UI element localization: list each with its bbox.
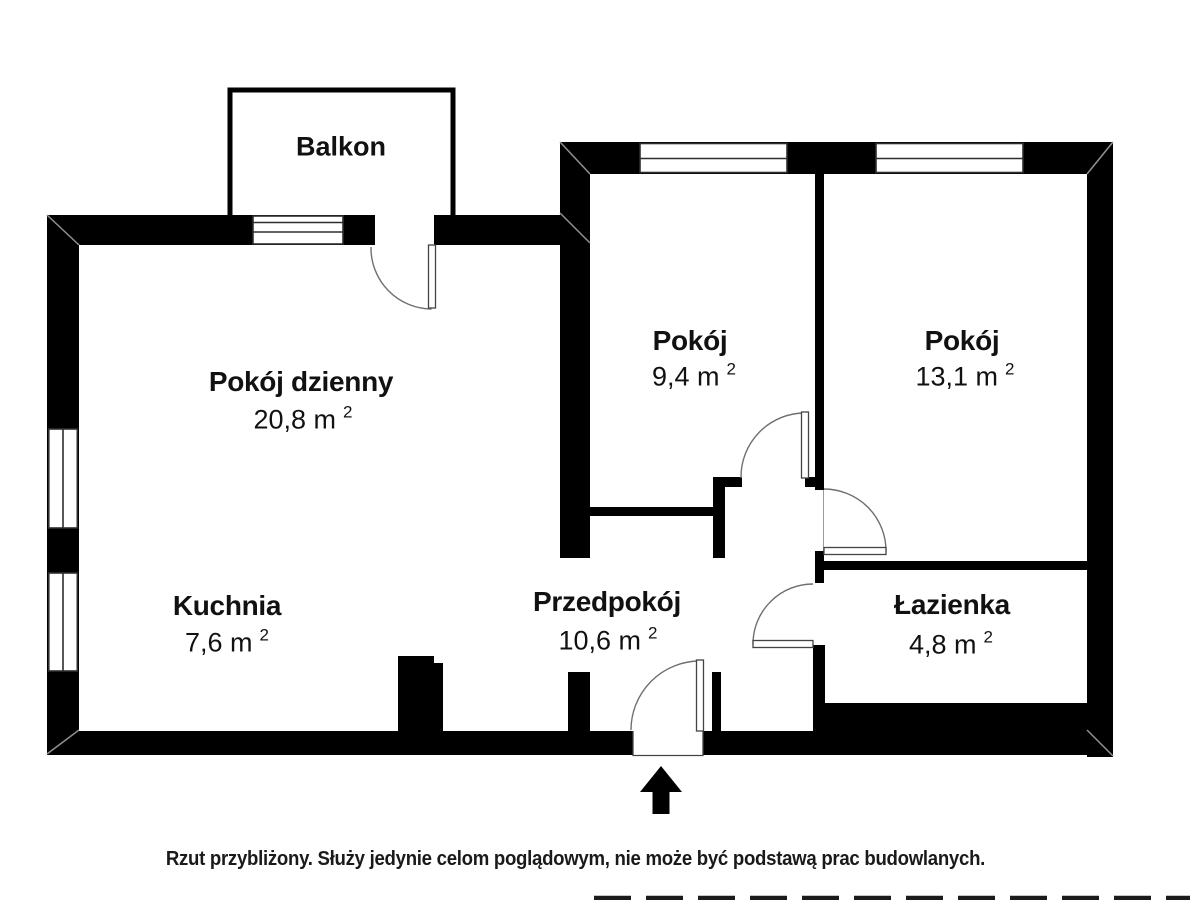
room-area-sup: 2 (726, 359, 736, 379)
entrance-door (630, 659, 705, 757)
room-area-sup: 2 (259, 625, 269, 645)
room-label-hallway: Przedpokój (533, 586, 681, 617)
room-area-value: 10,6 m (558, 625, 642, 656)
room-area-value: 7,6 m (185, 627, 253, 658)
room-area-small: 9,4 m 2 (652, 361, 736, 392)
wall-corner-miters (46, 141, 1114, 757)
disclaimer-row: Rzut przybliżony. Służy jedynie celom po… (0, 848, 1151, 871)
disclaimer-text: Rzut przybliżony. Służy jedynie celom po… (165, 848, 986, 870)
room-label-large: Pokój (924, 325, 1000, 356)
room-area-sup: 2 (343, 402, 353, 422)
room-label-living: Pokój dzienny (208, 366, 394, 397)
room-area-value: 4,8 m (909, 629, 977, 660)
window-room-small (639, 142, 788, 174)
balcony-label: Balkon (295, 131, 387, 162)
window-left-upper (47, 428, 79, 529)
room-area-value: 9,4 m (652, 361, 720, 392)
bathroom-door (752, 583, 814, 649)
room-area-sup: 2 (1005, 359, 1015, 379)
window-top-left (252, 215, 344, 245)
room-area-value: 20,8 m (253, 404, 337, 435)
room-area-sup: 2 (648, 623, 658, 643)
room-area-living: 20,8 m 2 (253, 404, 352, 435)
walls (47, 142, 1113, 757)
balcony-outline (227, 87, 456, 221)
room-area-value: 13,1 m (915, 361, 999, 392)
room-label-kitchen: Kuchnia (172, 590, 282, 621)
room-small-door (740, 411, 810, 479)
room-label-bathroom: Łazienka (894, 589, 1010, 620)
room-large-door (823, 488, 887, 556)
window-left-lower (47, 572, 79, 672)
room-area-hallway: 10,6 m 2 (558, 625, 657, 656)
room-area-sup: 2 (983, 627, 993, 647)
window-room-large (875, 142, 1024, 174)
room-label-small: Pokój (652, 325, 728, 356)
room-area-large: 13,1 m 2 (915, 361, 1014, 392)
room-area-kitchen: 7,6 m 2 (185, 627, 269, 658)
balcony-door (370, 212, 437, 310)
entrance-arrow-icon (640, 766, 682, 814)
room-area-bathroom: 4,8 m 2 (909, 629, 993, 660)
